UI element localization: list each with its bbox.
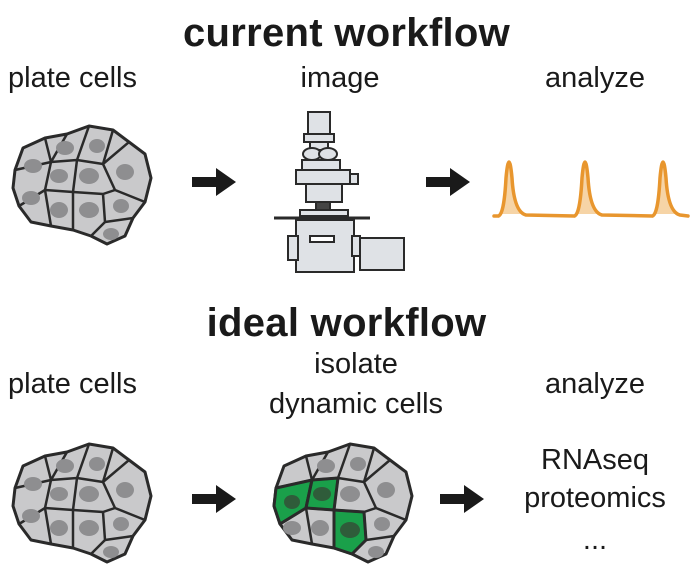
- output-ellipsis-label: ...: [582, 524, 608, 556]
- arrow-right-icon: [426, 168, 470, 196]
- current-step-image-label: image: [300, 62, 380, 94]
- arrow-right-icon: [440, 485, 484, 513]
- arrow-right-icon: [192, 485, 236, 513]
- cell-cluster-icon: [11, 124, 153, 246]
- output-proteomics-label: proteomics: [524, 482, 666, 514]
- cell-cluster-highlighted-icon: [272, 442, 414, 564]
- current-workflow-title: current workflow: [182, 11, 511, 55]
- cell-cluster-icon: [11, 442, 153, 564]
- fluorescence-trace-icon: [492, 160, 690, 218]
- ideal-step-plate-cells-label: plate cells: [8, 368, 137, 400]
- output-rnaseq-label: RNAseq: [541, 444, 649, 476]
- arrow-right-icon: [192, 168, 236, 196]
- ideal-workflow-title: ideal workflow: [206, 301, 487, 345]
- ideal-step-isolate-label: isolate: [314, 348, 398, 380]
- microscope-icon: [274, 111, 405, 273]
- ideal-step-dynamic-cells-label: dynamic cells: [268, 388, 444, 420]
- current-step-analyze-label: analyze: [545, 62, 645, 94]
- current-step-plate-cells-label: plate cells: [8, 62, 137, 94]
- ideal-step-analyze-label: analyze: [545, 368, 645, 400]
